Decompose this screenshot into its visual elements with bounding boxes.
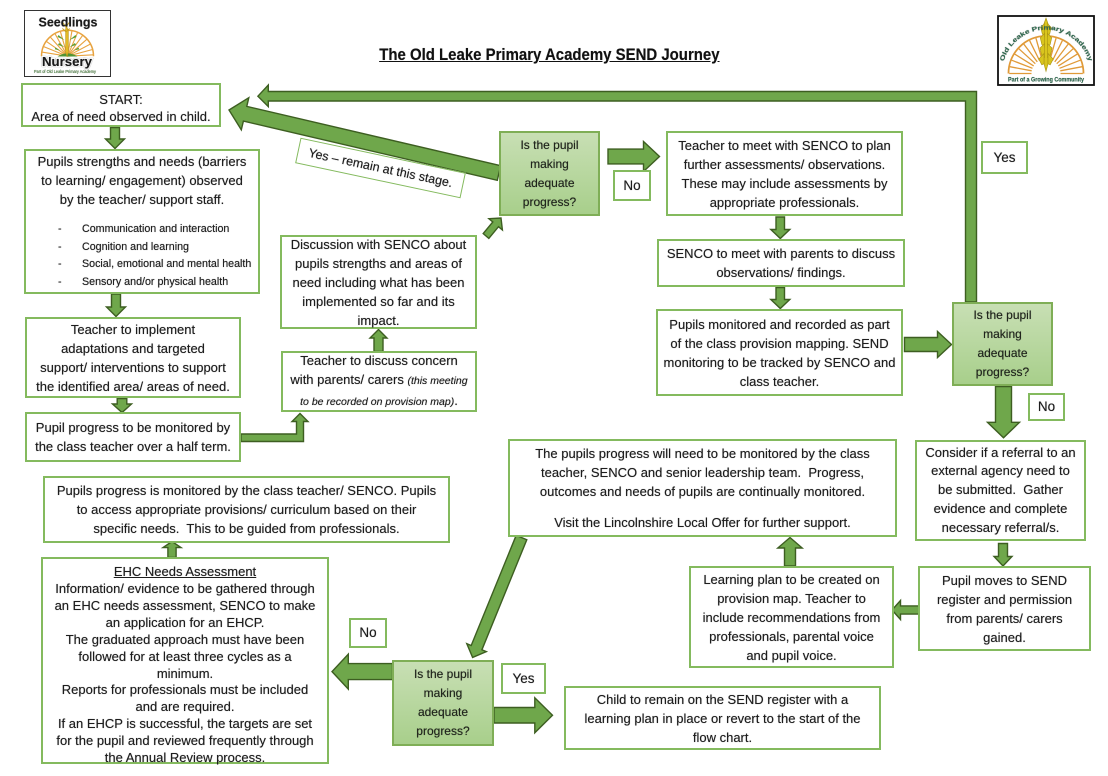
svg-text:Nursery: Nursery [42, 54, 93, 69]
svg-text:Seedlings: Seedlings [39, 16, 98, 30]
svg-text:Part of a Growing Community: Part of a Growing Community [1008, 77, 1084, 84]
svg-text:Part of Old Leake Primary Acad: Part of Old Leake Primary Academy [34, 69, 97, 74]
